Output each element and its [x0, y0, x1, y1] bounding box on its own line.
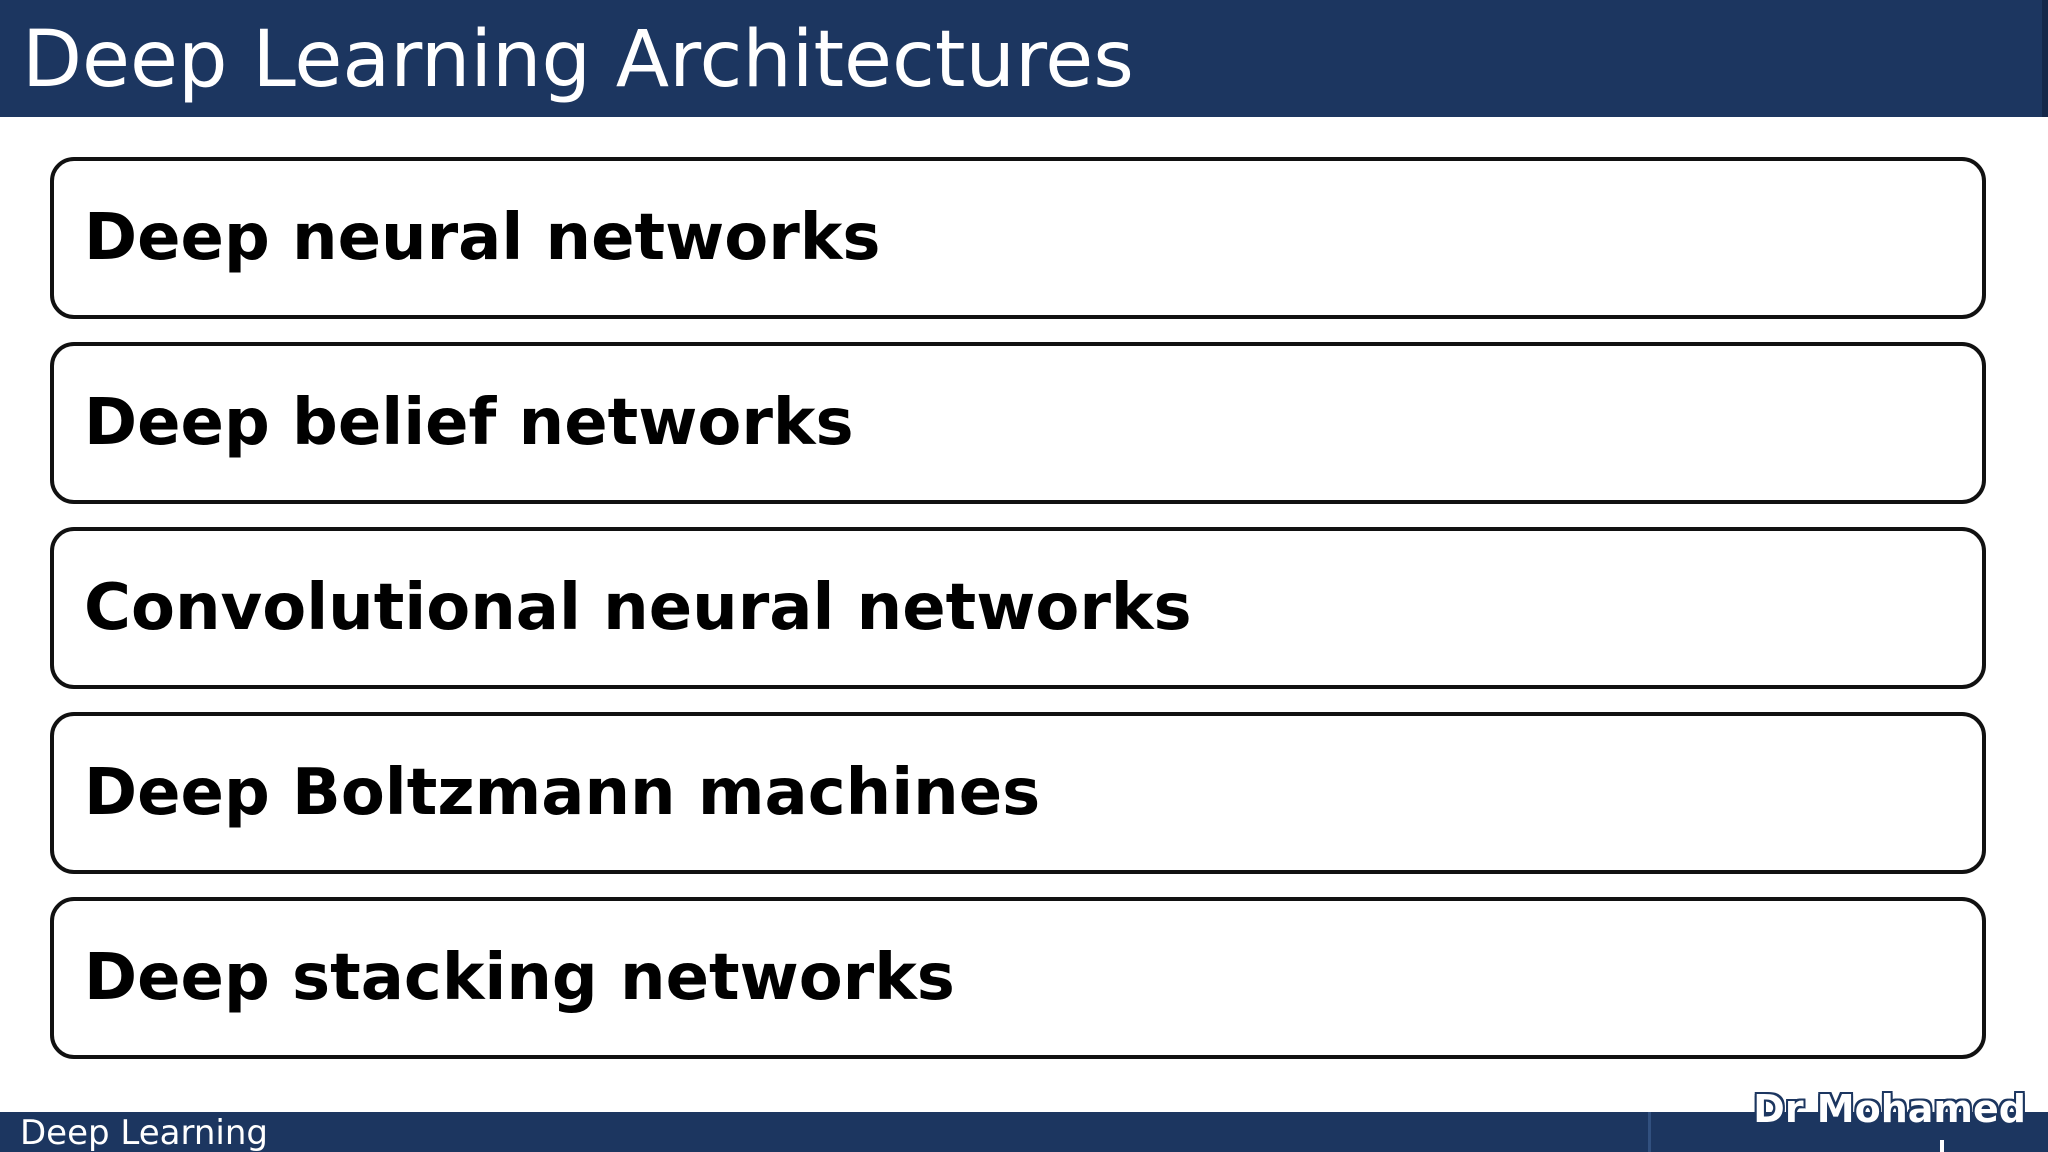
list-item: Deep belief networks — [50, 342, 1986, 504]
footer-bar — [0, 1112, 2048, 1152]
list-item-label: Deep Boltzmann machines — [84, 756, 1041, 830]
list-item-label: Convolutional neural networks — [84, 571, 1192, 645]
list-item: Convolutional neural networks — [50, 527, 1986, 689]
architecture-list: Deep neural networks Deep belief network… — [50, 157, 1986, 1082]
list-item-label: Deep belief networks — [84, 386, 854, 460]
list-item-label: Deep neural networks — [84, 201, 881, 275]
author-name: Dr Mohamed — [1753, 1087, 2026, 1131]
list-item: Deep Boltzmann machines — [50, 712, 1986, 874]
list-item: Deep stacking networks — [50, 897, 1986, 1059]
footer-mark — [1940, 1140, 1944, 1152]
list-item-label: Deep stacking networks — [84, 941, 955, 1015]
title-bar-edge — [2042, 0, 2048, 117]
slide-title: Deep Learning Architectures — [22, 15, 1134, 105]
footer-divider — [1648, 1112, 1651, 1152]
title-bar: Deep Learning Architectures — [0, 0, 2048, 117]
list-item: Deep neural networks — [50, 157, 1986, 319]
footer-course-title: Deep Learning — [20, 1113, 269, 1152]
